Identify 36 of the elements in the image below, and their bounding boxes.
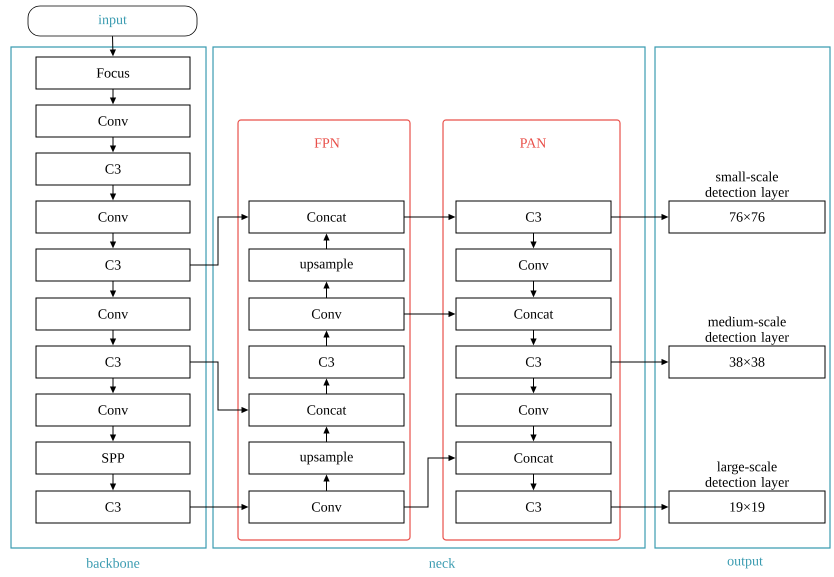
- process-box: upsample: [248, 441, 404, 474]
- output-box: 19×19: [668, 490, 826, 524]
- process-box: Focus: [36, 56, 190, 90]
- process-box: Conv: [248, 490, 404, 524]
- process-box: Conv: [248, 297, 404, 330]
- input-terminal: input: [28, 6, 198, 36]
- section-label: backbone: [86, 558, 140, 568]
- process-box: C3: [456, 490, 612, 524]
- process-box: Conv: [456, 393, 612, 426]
- process-box: C3: [36, 248, 190, 282]
- process-box: Concat: [456, 297, 612, 330]
- box-heading: small-scale detection layer: [706, 172, 789, 200]
- section-label: neck: [429, 558, 456, 568]
- process-box: SPP: [36, 441, 190, 474]
- group-title: PAN: [520, 138, 546, 148]
- process-box: C3: [36, 345, 190, 378]
- process-box: C3: [456, 345, 612, 378]
- process-box: Concat: [456, 441, 612, 474]
- process-box: C3: [36, 152, 190, 186]
- process-box: Conv: [456, 248, 612, 282]
- process-box: C3: [248, 345, 404, 378]
- process-box: upsample: [248, 248, 404, 282]
- output-box: 76×76: [668, 200, 826, 234]
- process-box: Conv: [36, 104, 190, 138]
- process-box: C3: [36, 490, 190, 524]
- process-box: C3: [456, 200, 612, 234]
- process-box: Concat: [248, 200, 404, 234]
- box-heading: large-scale detection layer: [706, 462, 789, 490]
- process-box: Conv: [36, 393, 190, 426]
- section-label: output: [728, 558, 763, 568]
- group-title: FPN: [314, 138, 340, 148]
- process-box: Conv: [36, 200, 190, 234]
- output-box: 38×38: [668, 345, 826, 378]
- process-box: Concat: [248, 393, 404, 426]
- box-heading: medium-scale detection layer: [706, 316, 789, 345]
- process-box: Conv: [36, 297, 190, 330]
